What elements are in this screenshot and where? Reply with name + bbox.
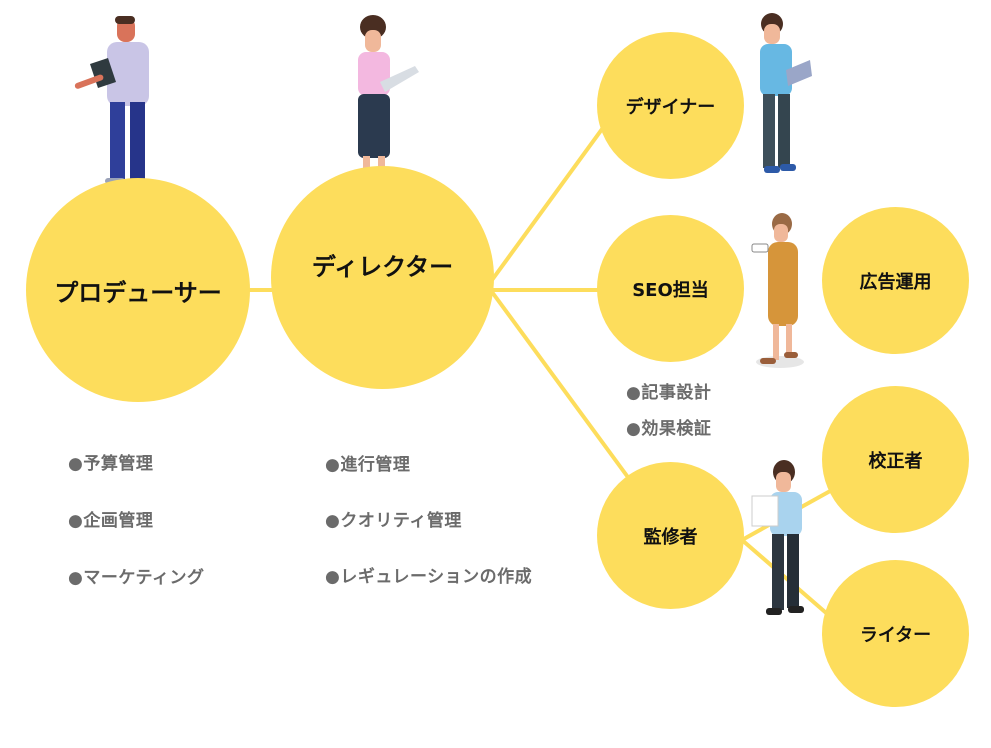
director-note-quality: ●クオリティ管理: [325, 511, 462, 531]
node-supervisor: 監修者: [597, 462, 744, 609]
node-supervisor-label: 監修者: [643, 526, 698, 548]
node-ads-label: 広告運用: [859, 271, 932, 293]
node-designer: デザイナー: [597, 32, 744, 179]
node-seo: SEO担当: [597, 215, 744, 362]
seo-note-design: ●記事設計: [626, 383, 712, 403]
producer-note-budget: ●予算管理: [68, 454, 154, 474]
node-ads: 広告運用: [822, 207, 969, 354]
woman-with-phone-icon: [751, 213, 804, 368]
node-writer: ライター: [822, 560, 969, 707]
person-with-tablet-icon: [74, 16, 155, 193]
director-note-regulation: ●レギュレーションの作成: [325, 567, 533, 587]
producer-note-planning: ●企画管理: [68, 511, 154, 531]
node-producer: プロデューサー: [26, 178, 250, 402]
connector-director-designer: [490, 123, 607, 282]
node-director-label: ディレクター: [311, 253, 454, 281]
node-designer-label: デザイナー: [625, 96, 716, 118]
node-producer-label: プロデューサー: [54, 278, 222, 307]
director-note-progress: ●進行管理: [325, 455, 411, 475]
man-with-tablet-icon: [760, 13, 812, 173]
node-proofreader-label: 校正者: [868, 450, 923, 472]
connector-director-supervisor: [490, 290, 632, 482]
producer-note-marketing: ●マーケティング: [68, 568, 205, 588]
woman-with-document-icon: [751, 460, 804, 615]
node-director: ディレクター: [271, 166, 494, 389]
seo-note-verification: ●効果検証: [626, 419, 712, 439]
node-writer-label: ライター: [859, 624, 932, 646]
node-proofreader: 校正者: [822, 386, 969, 533]
node-seo-label: SEO担当: [632, 279, 709, 301]
